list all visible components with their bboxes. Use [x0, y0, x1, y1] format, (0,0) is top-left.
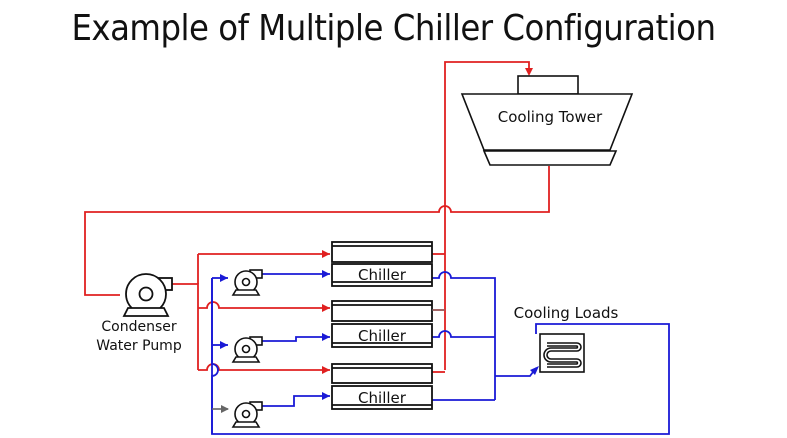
- evap-out-2: [432, 330, 495, 338]
- evap-out-1: [432, 271, 496, 400]
- chilled-water-pipes: [211, 271, 670, 435]
- chiller-1-evaporator: [331, 263, 433, 287]
- chiller-2-label: Chiller: [358, 327, 407, 345]
- cooling-tower: [460, 75, 634, 166]
- cooling-loads-label: Cooling Loads: [514, 304, 619, 322]
- tower-fan-housing: [517, 75, 579, 95]
- chilled-return-main: [211, 278, 670, 435]
- chiller-2-condenser: [331, 300, 433, 322]
- arrow-chiller3-cond: [322, 366, 330, 374]
- chiller-2: [331, 300, 433, 348]
- chiller-3: [331, 363, 433, 410]
- supply-to-loads: [495, 367, 537, 377]
- chilled-pump-1-icon: [231, 269, 263, 296]
- chiller-3-evaporator: [331, 385, 433, 410]
- chiller-3-condenser: [331, 363, 433, 384]
- chiller-1-label: Chiller: [358, 266, 407, 284]
- arrow-into-loads: [530, 366, 539, 375]
- tower-basin: [482, 150, 618, 166]
- page-title: Example of Multiple Chiller Configuratio…: [71, 8, 716, 49]
- condenser-pump-label-1: Condenser: [101, 319, 176, 335]
- tower-return-pipe: [84, 166, 550, 296]
- arrow-pump2-in: [220, 341, 228, 349]
- evap-feed-3: [262, 395, 330, 407]
- arrow-chiller3-evap: [322, 392, 330, 400]
- chilled-arrows: [220, 270, 539, 400]
- arrow-chiller1-evap: [322, 270, 330, 278]
- chilled-pump-3-icon: [231, 401, 263, 428]
- tower-body: [460, 93, 634, 151]
- chiller-1: [331, 241, 433, 287]
- cooling-tower-label: Cooling Tower: [498, 108, 603, 126]
- chiller-2-evaporator: [331, 323, 433, 348]
- chiller-1-condenser: [331, 241, 433, 263]
- condenser-pump-icon: [122, 273, 173, 317]
- chiller-3-label: Chiller: [358, 389, 407, 407]
- arrow-into-tower: [525, 68, 533, 76]
- heat-exchanger-icon: [539, 333, 585, 373]
- chilled-pump-2-icon: [231, 336, 263, 363]
- arrow-chiller2-cond: [322, 304, 330, 312]
- pump-suction-3-riser: [211, 278, 219, 434]
- arrow-pump3-in: [221, 405, 229, 413]
- arrow-chiller1-cond: [322, 250, 330, 258]
- evap-feed-2: [262, 336, 330, 342]
- arrow-chiller2-evap: [322, 333, 330, 341]
- condenser-feed-2: [198, 301, 330, 309]
- arrow-pump1-in: [220, 274, 228, 282]
- condenser-pump-label-2: Water Pump: [96, 338, 182, 354]
- condenser-arrows: [322, 68, 533, 374]
